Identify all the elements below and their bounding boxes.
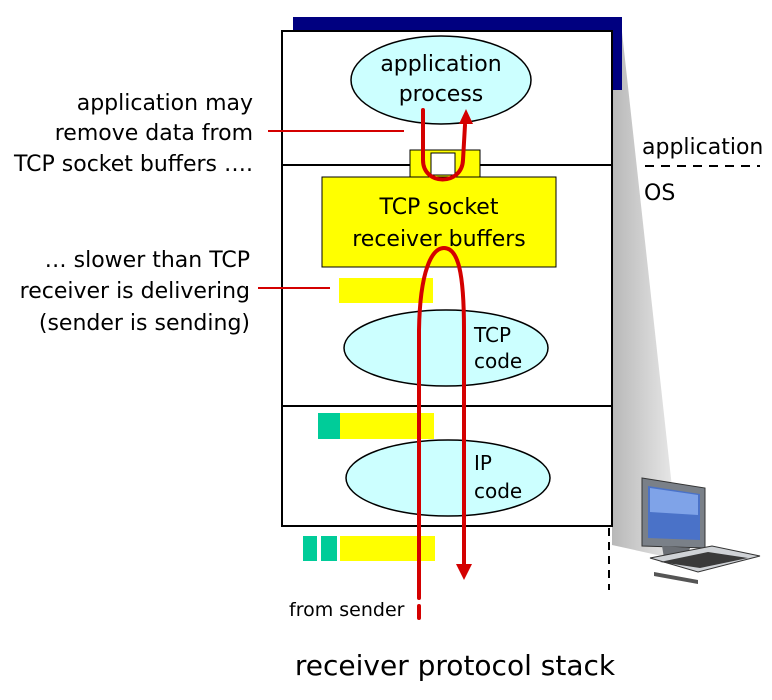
- ip-code: IP code: [345, 439, 551, 517]
- host-box-3d: [293, 17, 680, 560]
- from-sender-label: from sender: [289, 599, 405, 621]
- link-header-block-1: [303, 536, 317, 561]
- data-flow-arrows: [417, 108, 467, 627]
- upward-arrowhead: [459, 109, 473, 124]
- tcp-segment-bar: [339, 278, 433, 303]
- layer-labels: application OS: [642, 135, 763, 206]
- tcp-code-line2: code: [474, 349, 522, 373]
- application-process: application process: [350, 35, 532, 125]
- tcp-socket-receiver-buffers: TCP socket receiver buffers: [321, 176, 557, 268]
- tcp-code-line1: TCP: [473, 323, 511, 347]
- diagram-caption: receiver protocol stack: [295, 649, 616, 682]
- slower-line3: (sender is sending): [39, 311, 250, 336]
- remove-data-line2: remove data from: [55, 121, 253, 146]
- tcp-code: TCP code: [343, 309, 549, 387]
- ip-header-block: [318, 413, 340, 439]
- app-process-line2: process: [399, 82, 484, 107]
- remove-data-line3: TCP socket buffers ….: [13, 152, 253, 177]
- downward-arrowhead: [456, 564, 472, 580]
- socket-door: [430, 152, 456, 176]
- app-process-line1: application: [380, 52, 501, 77]
- delivery-loop-path: [417, 245, 466, 588]
- host-shadow: [612, 32, 680, 560]
- remove-data-line1: application may: [77, 91, 253, 116]
- annotation-slower: … slower than TCP receiver is delivering…: [20, 248, 330, 336]
- app-read-loop-path: [421, 108, 467, 182]
- ip-code-line1: IP: [474, 451, 492, 475]
- os-layer-label: OS: [644, 181, 675, 206]
- application-layer-label: application: [642, 135, 763, 160]
- link-header-block-2: [321, 536, 337, 561]
- slower-line1: … slower than TCP: [45, 248, 250, 273]
- slower-line2: receiver is delivering: [20, 279, 250, 304]
- annotation-remove-data: application may remove data from TCP soc…: [13, 91, 404, 177]
- desktop-computer-icon: [641, 477, 761, 584]
- socket-buffers-line1: TCP socket: [379, 195, 499, 220]
- host-top-edge: [293, 17, 622, 90]
- ip-code-line2: code: [474, 479, 522, 503]
